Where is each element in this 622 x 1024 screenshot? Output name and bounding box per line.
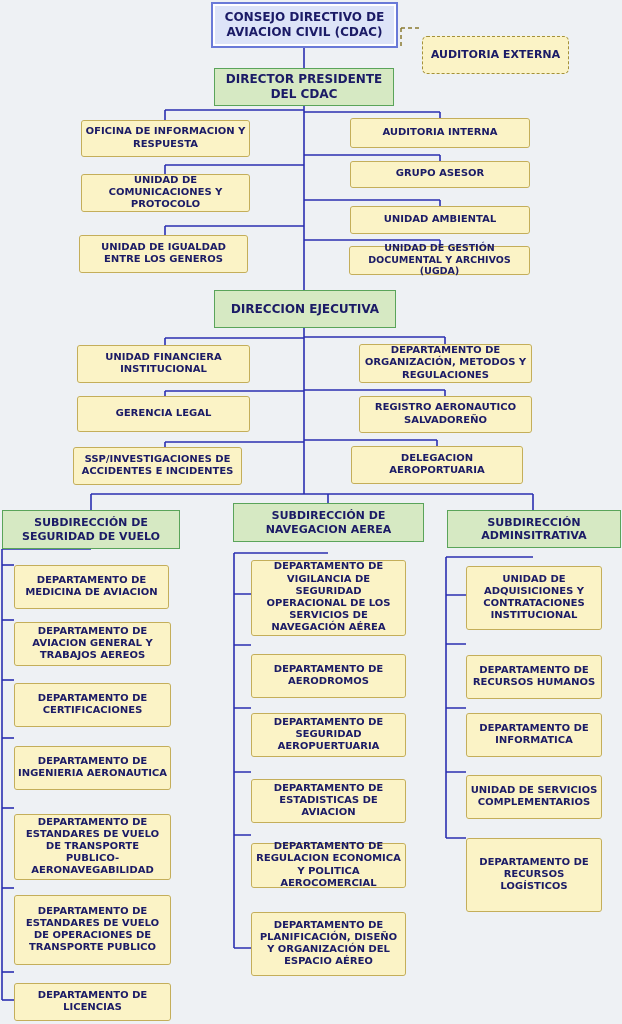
president-box: DIRECTOR PRESIDENTE DEL CDAC — [214, 68, 394, 106]
admin-department: DEPARTAMENTO DE RECURSOS LOGÍSTICOS — [466, 838, 602, 912]
admin-department: UNIDAD DE SERVICIOS COMPLEMENTARIOS — [466, 775, 602, 819]
navigation-department: DEPARTAMENTO DE ESTADISTICAS DE AVIACION — [251, 779, 406, 823]
executive-right-unit: REGISTRO AERONAUTICO SALVADOREÑO — [359, 396, 532, 433]
flight-department: DEPARTAMENTO DE LICENCIAS — [14, 983, 171, 1021]
executive-left-unit: UNIDAD FINANCIERA INSTITUCIONAL — [77, 345, 250, 383]
executive-right-unit: DELEGACION AEROPORTUARIA — [351, 446, 523, 484]
president-left-unit: UNIDAD DE IGUALDAD ENTRE LOS GENEROS — [79, 235, 248, 273]
sub-flight-box: SUBDIRECCIÓN DE SEGURIDAD DE VUELO — [2, 510, 180, 549]
executive-box: DIRECCION EJECUTIVA — [214, 290, 396, 328]
flight-department: DEPARTAMENTO DE MEDICINA DE AVIACION — [14, 565, 169, 609]
navigation-department: DEPARTAMENTO DE REGULACION ECONOMICA Y P… — [251, 841, 406, 889]
admin-department: UNIDAD DE ADQUISICIONES Y CONTRATACIONES… — [466, 566, 602, 630]
sub-navigation-box: SUBDIRECCIÓN DE NAVEGACION AEREA — [233, 503, 424, 542]
president-right-unit: UNIDAD DE GESTIÓN DOCUMENTAL Y ARCHIVOS … — [349, 243, 530, 277]
president-right-unit: UNIDAD AMBIENTAL — [350, 206, 530, 234]
flight-department: DEPARTAMENTO DE ESTANDARES DE VUELO DE O… — [14, 895, 171, 965]
president-right-unit: AUDITORIA INTERNA — [350, 118, 530, 148]
president-left-unit: UNIDAD DE COMUNICACIONES Y PROTOCOLO — [81, 174, 250, 212]
flight-department: DEPARTAMENTO DE CERTIFICACIONES — [14, 683, 171, 727]
president-right-unit: GRUPO ASESOR — [350, 161, 530, 188]
flight-department: DEPARTAMENTO DE INGENIERIA AERONAUTICA — [14, 746, 171, 790]
navigation-department: DEPARTAMENTO DE VIGILANCIA DE SEGURIDAD … — [251, 560, 406, 636]
admin-department: DEPARTAMENTO DE INFORMATICA — [466, 713, 602, 757]
sub-admin-box: SUBDIRECCIÓN ADMINSITRATIVA — [447, 510, 621, 548]
flight-department: DEPARTAMENTO DE AVIACION GENERAL Y TRABA… — [14, 622, 171, 666]
executive-left-unit: GERENCIA LEGAL — [77, 396, 250, 432]
flight-department: DEPARTAMENTO DE ESTANDARES DE VUELO DE T… — [14, 814, 171, 880]
navigation-department: DEPARTAMENTO DE AERODROMOS — [251, 654, 406, 698]
president-left-unit: OFICINA DE INFORMACION Y RESPUESTA — [81, 120, 250, 157]
navigation-department: DEPARTAMENTO DE SEGURIDAD AEROPUERTUARIA — [251, 713, 406, 757]
navigation-department: DEPARTAMENTO DE PLANIFICACIÓN, DISEÑO Y … — [251, 912, 406, 976]
executive-right-unit: DEPARTAMENTO DE ORGANIZACIÓN, METODOS Y … — [359, 344, 532, 383]
external-audit-box: AUDITORIA EXTERNA — [422, 36, 569, 74]
board-box: CONSEJO DIRECTIVO DE AVIACION CIVIL (CDA… — [211, 2, 398, 48]
executive-left-unit: SSP/INVESTIGACIONES DE ACCIDENTES E INCI… — [73, 447, 242, 485]
admin-department: DEPARTAMENTO DE RECURSOS HUMANOS — [466, 655, 602, 699]
